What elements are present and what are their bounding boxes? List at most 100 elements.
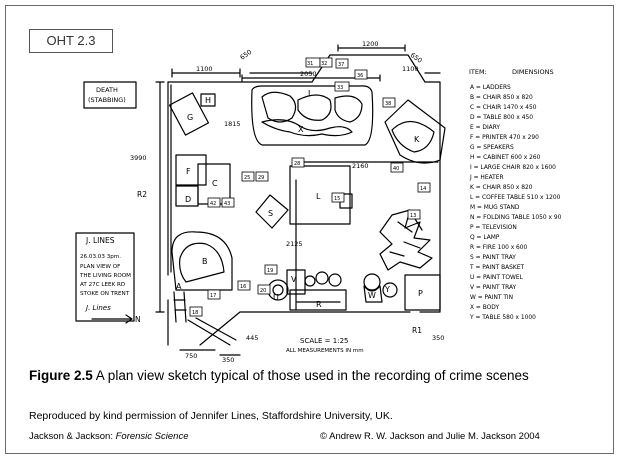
furniture-letter: G bbox=[187, 113, 193, 122]
footer-authors-text: Jackson & Jackson: bbox=[29, 431, 116, 442]
chair-k bbox=[384, 99, 446, 164]
dimension-label: 1815 bbox=[224, 120, 241, 128]
evidence-number: 29 bbox=[258, 175, 264, 181]
dimension-label: 3990 bbox=[130, 154, 147, 162]
dimension-label: 1100 bbox=[402, 65, 419, 73]
room-label: R1 bbox=[412, 326, 422, 335]
key-item: H = CABINET 600 x 260 bbox=[470, 155, 541, 161]
key-item: M = MUG STAND bbox=[470, 205, 520, 211]
evidence-number: 31 bbox=[307, 61, 313, 67]
furniture-letter: S bbox=[268, 209, 273, 218]
furniture-letter: B bbox=[202, 257, 208, 266]
furniture-letter: C bbox=[212, 179, 218, 188]
death-label: DEATH bbox=[96, 86, 118, 94]
furniture-letter: X bbox=[298, 125, 304, 134]
key-header-dimensions: DIMENSIONS bbox=[512, 68, 554, 76]
key-item: B = CHAIR 850 x 820 bbox=[470, 95, 533, 101]
reproduction-credit: Reproduced by kind permission of Jennife… bbox=[29, 410, 393, 422]
evidence-number: 15 bbox=[334, 196, 340, 202]
ladders-a bbox=[173, 291, 187, 323]
furniture-letter: Y bbox=[384, 285, 390, 294]
key-item: L = COFFEE TABLE 510 x 1200 bbox=[470, 195, 561, 201]
figure-caption: Figure 2.5 A plan view sketch typical of… bbox=[29, 368, 569, 384]
evidence-number: 33 bbox=[337, 85, 343, 91]
dimension-label: 350 bbox=[222, 356, 234, 364]
figure-caption-text: A plan view sketch typical of those used… bbox=[95, 368, 529, 383]
dimension-label: 650 bbox=[409, 51, 424, 65]
furniture-letter: L bbox=[316, 192, 321, 201]
table-d bbox=[175, 185, 199, 207]
evidence-number: 38 bbox=[385, 101, 391, 107]
signature-date: 26.03.03 3pm. bbox=[80, 254, 121, 260]
signature-line: THE LIVING ROOM bbox=[79, 273, 131, 279]
signature-name: J. LINES bbox=[85, 236, 115, 245]
dimension-label: 350 bbox=[432, 334, 444, 342]
dimension-label: 1200 bbox=[362, 40, 379, 48]
key-item: X = BODY bbox=[470, 305, 500, 311]
oht-badge: OHT 2.3 bbox=[29, 29, 113, 53]
key-item: U = PAINT TOWEL bbox=[470, 275, 524, 281]
figure-label: Figure 2.5 bbox=[29, 368, 93, 383]
footer-copyright: © Andrew R. W. Jackson and Julie M. Jack… bbox=[320, 431, 540, 442]
key-item: Q = LAMP bbox=[470, 235, 500, 241]
furniture-letter: P bbox=[418, 289, 423, 298]
evidence-number: 14 bbox=[420, 186, 426, 192]
room-label: R2 bbox=[137, 190, 147, 199]
evidence-number: 43 bbox=[224, 201, 230, 207]
furniture-letter: K bbox=[414, 135, 420, 144]
signature-line: STOKE ON TRENT bbox=[80, 291, 130, 297]
key-item: T = PAINT BASKET bbox=[469, 265, 524, 271]
evidence-number: 18 bbox=[192, 310, 198, 316]
key-item: V = PAINT TRAY bbox=[470, 285, 517, 291]
dimension-label: 2125 bbox=[286, 240, 303, 248]
furniture-letter: R bbox=[316, 300, 322, 309]
key-item: R = FIRE 100 x 600 bbox=[470, 245, 528, 251]
death-label-cause: (STABBING) bbox=[88, 96, 126, 104]
signature-line: PLAN VIEW OF bbox=[80, 264, 120, 270]
evidence-number: 42 bbox=[210, 201, 216, 207]
television-p bbox=[404, 274, 441, 311]
dimension-label: 2050 bbox=[300, 70, 317, 78]
furniture-letter: F bbox=[186, 167, 191, 176]
evidence-number: 19 bbox=[267, 268, 273, 274]
room-wall-bottom bbox=[199, 311, 411, 346]
large-chair-i bbox=[251, 85, 374, 146]
evidence-number: 13 bbox=[410, 213, 416, 219]
footer-book-title: Forensic Science bbox=[115, 431, 189, 442]
key-item: D = TABLE 800 x 450 bbox=[470, 115, 533, 121]
evidence-number: 16 bbox=[240, 284, 246, 290]
evidence-number: 37 bbox=[338, 62, 344, 68]
key-item: J = HEATER bbox=[469, 175, 504, 181]
furniture-letter: D bbox=[185, 195, 191, 204]
key-item: G = SPEAKERS bbox=[470, 145, 514, 151]
signature-scrawl: J. Lines bbox=[84, 304, 111, 312]
slide bbox=[5, 5, 614, 454]
key-item: E = DIARY bbox=[470, 125, 500, 131]
coffee-table-l bbox=[289, 165, 351, 225]
dimension-label: 2160 bbox=[352, 162, 369, 170]
fire-r bbox=[289, 289, 347, 311]
dimension-label: 1100 bbox=[196, 65, 213, 73]
footer-authors: Jackson & Jackson: Forensic Science bbox=[29, 431, 188, 442]
evidence-number: 36 bbox=[357, 73, 363, 79]
units-label: ALL MEASUREMENTS IN mm bbox=[286, 348, 364, 354]
cabinet-h bbox=[168, 92, 210, 136]
key-item: F = PRINTER 470 x 290 bbox=[470, 135, 539, 141]
signature-box bbox=[75, 232, 135, 322]
key-item: K = CHAIR 850 x 820 bbox=[470, 185, 533, 191]
key-item: P = TELEVISION bbox=[470, 225, 517, 231]
evidence-number: 17 bbox=[210, 293, 216, 299]
printer-f bbox=[175, 154, 207, 186]
key-item: A = LADDERS bbox=[470, 85, 511, 91]
north-arrow bbox=[91, 314, 133, 324]
evidence-number: 40 bbox=[393, 166, 399, 172]
key-item: Y = TABLE 580 x 1000 bbox=[469, 315, 536, 321]
evidence-number: 32 bbox=[321, 61, 327, 67]
furniture-letter: I bbox=[308, 89, 310, 98]
key-header-item: ITEM: bbox=[469, 68, 487, 76]
dimension-label: 650 bbox=[239, 48, 254, 62]
paint-tin-w bbox=[363, 285, 383, 303]
furniture-letter: A bbox=[176, 282, 182, 291]
signature-line: AT 27C LEEK RD bbox=[80, 282, 125, 288]
